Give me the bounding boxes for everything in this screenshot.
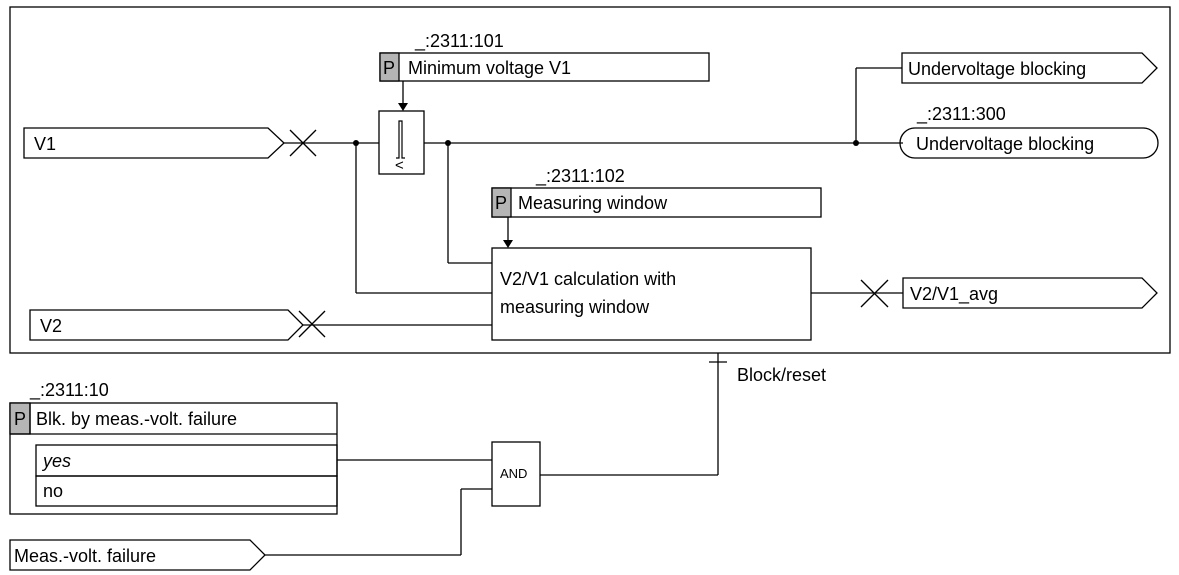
input-label-v2: V2 [40, 316, 62, 336]
param-id-min-voltage: _:2311:101 [414, 31, 504, 52]
and-gate-label: AND [500, 466, 527, 481]
param-label-blk-failure: Blk. by meas.-volt. failure [36, 409, 237, 429]
input-meas-fail-box [9, 539, 266, 571]
input-label-v1: V1 [34, 134, 56, 154]
param-tag-min-voltage: P [383, 58, 395, 78]
junction-dot [353, 140, 359, 146]
calc-label-line2: measuring window [500, 297, 650, 317]
arrow-to-comparator [398, 103, 408, 111]
input-v2-box [29, 309, 304, 341]
input-v1-box [23, 127, 285, 159]
output-v2v1-avg-box [902, 277, 1158, 309]
param-id-meas-window: _:2311:102 [535, 166, 625, 187]
and-gate [491, 441, 541, 507]
output-label-uv-block-signal: Undervoltage blocking [908, 59, 1086, 79]
block-reset-label: Block/reset [737, 365, 826, 385]
junction-dot [853, 140, 859, 146]
output-id-uv-block-indication: _:2311:300 [916, 104, 1006, 125]
input-label-meas-fail: Meas.-volt. failure [14, 546, 156, 566]
comparator-symbol: < [395, 157, 404, 174]
function-frame [9, 6, 1171, 354]
option-no: no [43, 481, 63, 501]
arrow-to-calc [503, 240, 513, 248]
param-label-meas-window: Measuring window [518, 193, 668, 213]
output-label-uv-block-indication: Undervoltage blocking [916, 134, 1094, 154]
junction-dot [445, 140, 451, 146]
output-label-v2v1-avg: V2/V1_avg [910, 284, 998, 305]
calc-block [491, 247, 812, 341]
calc-label-line1: V2/V1 calculation with [500, 269, 676, 289]
output-uv-block-indication-box [899, 127, 1159, 159]
param-tag-blk-failure: P [14, 409, 26, 429]
param-tag-meas-window: P [495, 193, 507, 213]
output-uv-block-signal-box [901, 52, 1158, 84]
option-yes: yes [41, 451, 71, 471]
param-id-blk-failure: _:2311:10 [29, 380, 109, 401]
param-label-min-voltage: Minimum voltage V1 [408, 58, 571, 78]
